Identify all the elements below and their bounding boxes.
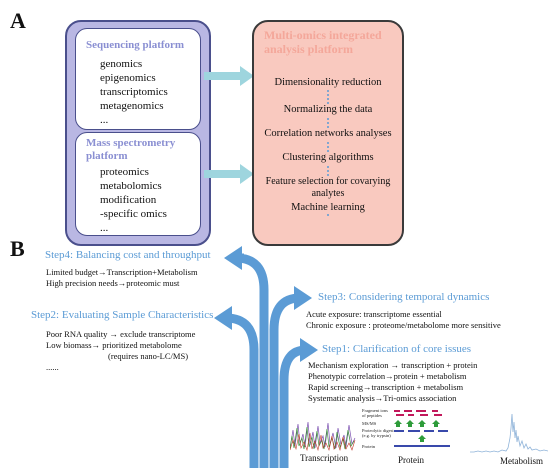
arrowhead-step2	[214, 306, 232, 330]
arrow-step2	[225, 313, 259, 468]
step1-line: Rapid screening→transcription + metaboli…	[308, 382, 464, 392]
mass-spec-title: Mass spectrometry platform	[86, 137, 176, 162]
protein-digest-icon	[394, 410, 450, 447]
step1-line: Mechanism exploration → transcription + …	[308, 360, 478, 370]
integrated-step: Correlation networks analyses	[254, 128, 402, 140]
panel-a-label: A	[10, 8, 26, 33]
step4-line: High precision needs→proteomic must	[46, 278, 180, 288]
metabolism-spectrum-image	[470, 413, 548, 453]
sequencing-item: metagenomics	[100, 100, 164, 112]
step2-line: Poor RNA quality → exclude transcriptome	[46, 329, 196, 339]
step2-title: Step2: Evaluating Sample Characteristics	[31, 309, 214, 321]
sequencing-item: ...	[100, 114, 109, 126]
mass-spec-item: -specific omics	[100, 208, 167, 220]
protein-caption: Protein	[398, 455, 424, 465]
mass-spec-item: modification	[100, 194, 157, 206]
protein-label: Fragment ions of peptides	[362, 408, 388, 418]
arrowhead-step4	[224, 246, 242, 270]
mass-spec-item: proteomics	[100, 166, 149, 178]
mass-spec-platform-box: Mass spectrometry platform proteomics me…	[75, 132, 201, 236]
protein-diagram-image: Fragment ions of peptides MS/MS Proteoly…	[362, 408, 454, 452]
sequencing-platform-box: Sequencing platform genomics epigenomics…	[75, 28, 201, 130]
metabolism-caption: Metabolism	[500, 456, 543, 466]
sequencing-item: transcriptomics	[100, 86, 168, 98]
integrated-step: Clustering algorithms	[254, 152, 402, 164]
mass-spec-item: ...	[100, 222, 109, 234]
mass-spec-to-integrated-arrow	[204, 164, 254, 184]
step3-title: Step3: Considering temporal dynamics	[318, 291, 490, 303]
integrated-step: Dimensionality reduction	[254, 77, 402, 89]
protein-label: Protein	[362, 444, 375, 449]
step2-line: (requires nano-LC/MS)	[108, 351, 189, 361]
step1-title: Step1: Clarification of core issues	[322, 343, 472, 355]
step1-line: Phenotypic correlation→protein + metabol…	[308, 371, 467, 381]
panel-b-label: B	[10, 236, 25, 261]
protein-label: Proteolytic digest (e.g. by trypsin)	[362, 428, 394, 438]
integrated-title: Multi-omics integrated analysis platform	[264, 28, 382, 56]
step2-line: ......	[46, 362, 59, 372]
integrated-step: Feature selection for covarying analytes	[254, 176, 402, 200]
step2-line: Low biomass→ prioritized metabolome	[46, 340, 182, 350]
transcription-caption: Transcription	[300, 453, 349, 463]
sequencing-item: genomics	[100, 58, 143, 70]
integrated-step: Machine learning	[254, 202, 402, 214]
arrowhead-step3	[294, 286, 312, 310]
step3-line: Acute exposure: transcriptome essential	[306, 309, 442, 319]
step4-line: Limited budget→Transcription+Metabolism	[46, 267, 198, 277]
mass-spec-item: metabolomics	[100, 180, 162, 192]
integrated-step: Normalizing the data	[254, 104, 402, 116]
transcription-chromatogram-image	[290, 418, 356, 452]
teal-arrows	[204, 66, 254, 184]
protein-label: MS/MS	[362, 421, 377, 426]
step4-title: Step4: Balancing cost and throughput	[45, 249, 211, 261]
sequencing-to-integrated-arrow	[204, 66, 254, 86]
arrowhead-step1	[300, 338, 318, 362]
step1-line: Systematic analysis→Tri-omics associatio…	[308, 393, 457, 403]
sequencing-item: epigenomics	[100, 72, 156, 84]
step3-line: Chronic exposure : proteome/metabolome m…	[306, 320, 501, 330]
integrated-analysis-box: Multi-omics integrated analysis platform…	[252, 20, 404, 246]
sequencing-title: Sequencing platform	[86, 39, 185, 51]
